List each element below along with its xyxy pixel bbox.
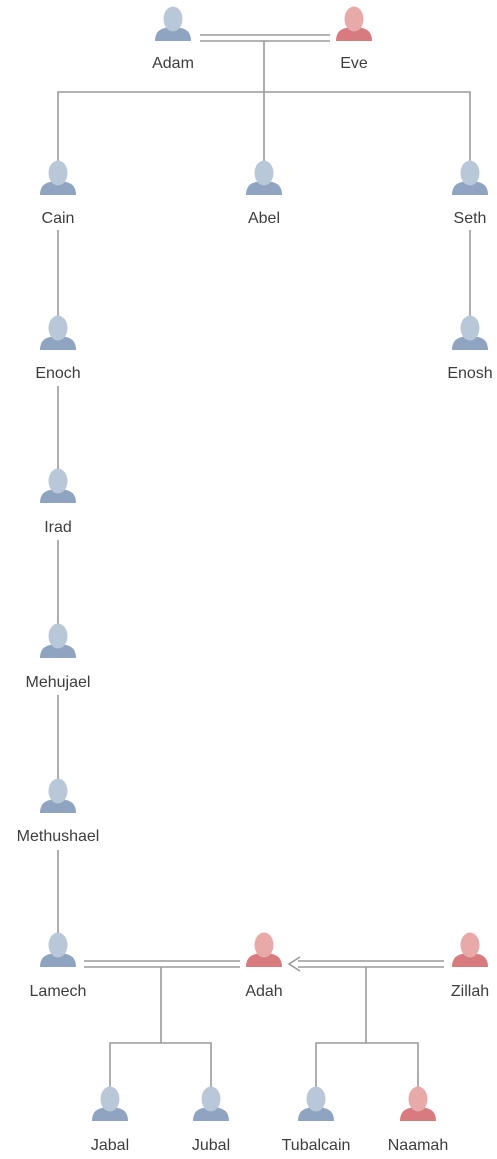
person-name-enosh: Enosh <box>447 365 492 382</box>
avatar-head <box>460 932 480 958</box>
person-name-enoch: Enoch <box>35 365 80 382</box>
relation-arrow-zillah-adah <box>287 956 301 972</box>
avatar-head <box>48 315 68 341</box>
person-name-jubal: Jubal <box>192 1137 230 1154</box>
person-name-irad: Irad <box>44 519 72 536</box>
person-abel[interactable]: Abel <box>246 160 282 228</box>
person-adam[interactable]: Adam <box>152 6 194 73</box>
person-tubalcain[interactable]: Tubalcain <box>282 1086 351 1155</box>
person-jubal[interactable]: Jubal <box>192 1086 230 1155</box>
sibling-bar-adam-children <box>57 91 471 163</box>
person-cain[interactable]: Cain <box>40 160 76 228</box>
person-name-eve: Eve <box>340 55 368 72</box>
avatar-head <box>48 932 68 958</box>
person-name-cain: Cain <box>42 210 75 227</box>
person-name-adam: Adam <box>152 55 194 72</box>
avatar-head <box>408 1086 428 1112</box>
avatar-head <box>254 160 274 186</box>
avatar-body <box>155 27 191 41</box>
avatar-body <box>246 953 282 967</box>
person-lamech[interactable]: Lamech <box>30 932 87 1001</box>
avatar-head <box>460 160 480 186</box>
avatar-head <box>100 1086 120 1112</box>
male-person-icon <box>193 1086 229 1121</box>
female-person-icon <box>452 932 488 967</box>
avatar-body <box>452 181 488 195</box>
avatar-head <box>48 778 68 804</box>
male-person-icon <box>40 778 76 813</box>
male-person-icon <box>40 160 76 195</box>
person-irad[interactable]: Irad <box>40 468 76 537</box>
male-person-icon <box>246 160 282 195</box>
avatar-head <box>48 160 68 186</box>
person-name-mehujael: Mehujael <box>26 674 91 691</box>
person-eve[interactable]: Eve <box>336 6 372 73</box>
avatar-head <box>201 1086 221 1112</box>
avatar-body <box>40 181 76 195</box>
female-person-icon <box>400 1086 436 1121</box>
avatar-head <box>460 315 480 341</box>
person-methushael[interactable]: Methushael <box>17 778 100 846</box>
female-person-icon <box>336 6 372 41</box>
person-enosh[interactable]: Enosh <box>447 315 493 383</box>
avatar-body <box>400 1107 436 1121</box>
person-enoch[interactable]: Enoch <box>35 315 81 383</box>
person-mehujael[interactable]: Mehujael <box>26 623 91 692</box>
male-person-icon <box>40 315 76 350</box>
male-person-icon <box>92 1086 128 1121</box>
avatar-body <box>92 1107 128 1121</box>
person-name-zillah: Zillah <box>451 983 489 1000</box>
male-person-icon <box>452 315 488 350</box>
sibling-bar-jabal-jubal <box>109 1042 212 1087</box>
person-name-methushael: Methushael <box>17 828 100 845</box>
avatar-head <box>48 623 68 649</box>
avatar-body <box>336 27 372 41</box>
person-adah[interactable]: Adah <box>245 932 283 1001</box>
avatar-body <box>193 1107 229 1121</box>
avatar-head <box>344 6 364 32</box>
avatar-body <box>298 1107 334 1121</box>
person-name-jabal: Jabal <box>91 1137 129 1154</box>
male-person-icon <box>452 160 488 195</box>
person-name-adah: Adah <box>245 983 282 1000</box>
avatar-body <box>40 336 76 350</box>
male-person-icon <box>40 623 76 658</box>
female-person-icon <box>246 932 282 967</box>
avatar-head <box>254 932 274 958</box>
male-person-icon <box>298 1086 334 1121</box>
avatar-body <box>40 644 76 658</box>
person-name-naamah: Naamah <box>388 1137 448 1154</box>
avatar-head <box>48 468 68 494</box>
person-naamah[interactable]: Naamah <box>388 1086 448 1155</box>
avatar-body <box>452 336 488 350</box>
person-name-seth: Seth <box>454 210 487 227</box>
male-person-icon <box>40 932 76 967</box>
sibling-bar-tubalcain-naamah <box>315 1042 419 1087</box>
person-name-abel: Abel <box>248 210 280 227</box>
avatar-body <box>40 953 76 967</box>
person-name-tubalcain: Tubalcain <box>282 1137 351 1154</box>
person-zillah[interactable]: Zillah <box>451 932 489 1001</box>
avatar-head <box>306 1086 326 1112</box>
avatar-head <box>163 6 183 32</box>
person-seth[interactable]: Seth <box>452 160 488 228</box>
person-name-lamech: Lamech <box>30 983 87 1000</box>
avatar-body <box>452 953 488 967</box>
connectors <box>57 34 471 1087</box>
avatar-body <box>40 799 76 813</box>
avatar-body <box>40 489 76 503</box>
avatar-body <box>246 181 282 195</box>
person-jabal[interactable]: Jabal <box>91 1086 129 1155</box>
male-person-icon <box>155 6 191 41</box>
male-person-icon <box>40 468 76 503</box>
